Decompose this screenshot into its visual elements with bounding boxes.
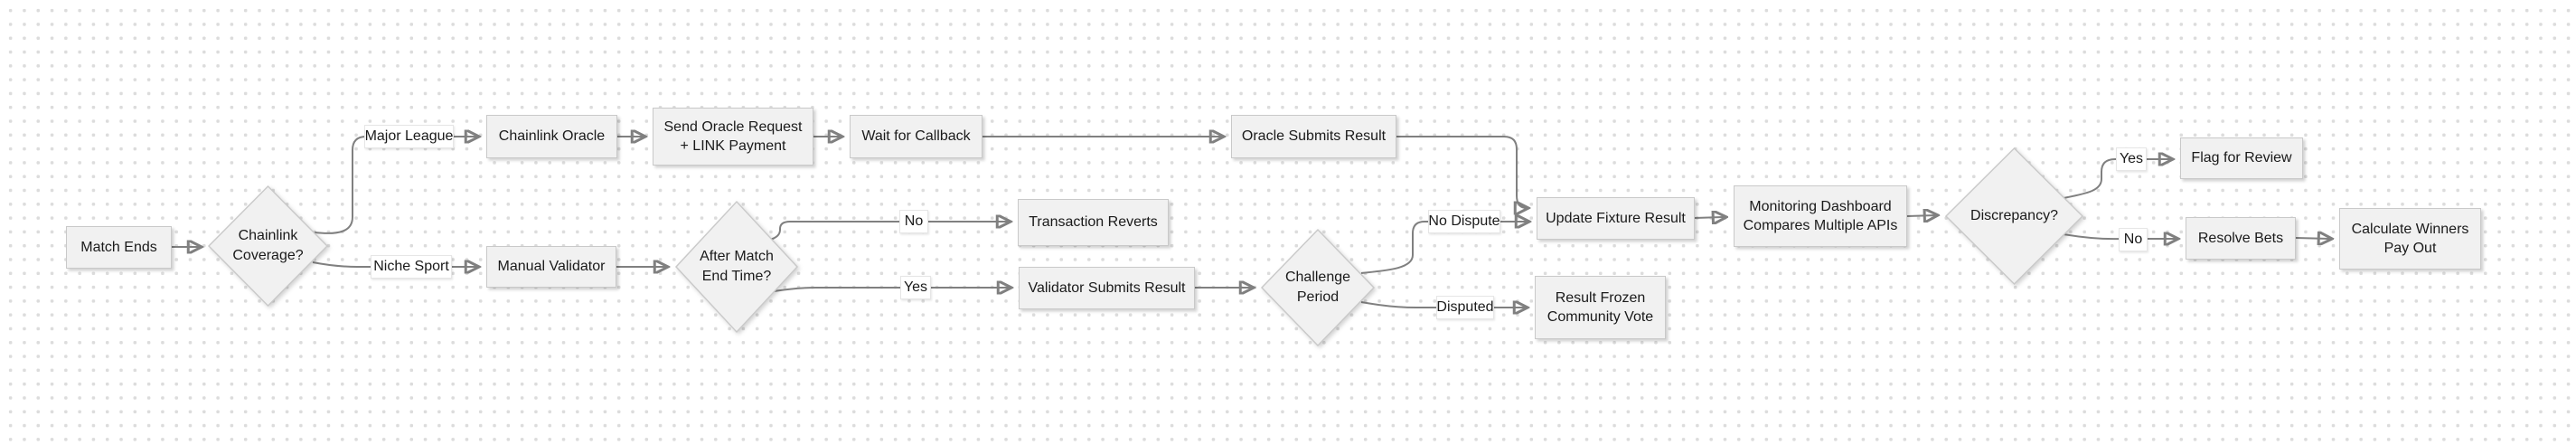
node-manual-validator[interactable]: Manual Validator [486, 246, 616, 288]
edge-coverage-niche-sport[interactable] [312, 262, 477, 267]
node-flag-for-review[interactable]: Flag for Review [2180, 137, 2303, 179]
node-oracle-submits-result[interactable]: Oracle Submits Result [1231, 115, 1396, 158]
edge-label-discrepancy-no[interactable]: No [2119, 228, 2148, 251]
decision-chainlink-coverage[interactable]: Chainlink Coverage? [208, 185, 328, 307]
edge-after-match-no[interactable] [766, 222, 1009, 241]
node-chainlink-oracle[interactable]: Chainlink Oracle [486, 115, 617, 158]
edge-label-after-match-yes[interactable]: Yes [900, 276, 931, 299]
edge-discrepancy-yes[interactable] [2063, 159, 2171, 199]
edge-label-niche-sport[interactable]: Niche Sport [371, 255, 452, 279]
edge-label-disputed[interactable]: Disputed [1436, 296, 1494, 319]
edge-label-no-dispute[interactable]: No Dispute [1428, 210, 1500, 233]
edge-label-after-match-no[interactable]: No [899, 210, 928, 233]
edge-update-to-monitoring[interactable] [1694, 217, 1725, 218]
edge-label-discrepancy-yes[interactable]: Yes [2116, 147, 2147, 171]
node-validator-submits-result[interactable]: Validator Submits Result [1019, 267, 1195, 309]
decision-label: Chainlink Coverage? [232, 228, 304, 263]
edge-challenge-no-dispute[interactable] [1360, 222, 1528, 274]
node-result-frozen-community-vote[interactable]: Result Frozen Community Vote [1535, 276, 1666, 339]
node-resolve-bets[interactable]: Resolve Bets [2186, 217, 2296, 260]
node-send-oracle-request[interactable]: Send Oracle Request + LINK Payment [653, 108, 813, 166]
node-calculate-winners-pay-out[interactable]: Calculate Winners Pay Out [2339, 208, 2481, 270]
edge-resolve-to-calculate[interactable] [2295, 238, 2330, 239]
decision-discrepancy[interactable]: Discrepancy? [1945, 147, 2083, 285]
edge-after-match-yes[interactable] [773, 288, 1010, 291]
edge-challenge-disputed[interactable] [1360, 302, 1526, 308]
decision-label: Discrepancy? [1970, 208, 2058, 224]
edge-coverage-major-league[interactable] [314, 137, 477, 234]
decision-challenge-period[interactable]: Challenge Period [1261, 229, 1375, 346]
node-transaction-reverts[interactable]: Transaction Reverts [1018, 199, 1169, 246]
node-monitoring-dashboard[interactable]: Monitoring Dashboard Compares Multiple A… [1734, 185, 1907, 247]
edge-submits-to-update-fixture[interactable] [1396, 136, 1527, 208]
edge-monitoring-to-discrepancy[interactable] [1906, 215, 1936, 216]
decision-label: Challenge Period [1284, 270, 1351, 305]
decision-after-match-end-time[interactable]: After Match End Time? [675, 201, 798, 333]
decision-label: After Match End Time? [700, 249, 774, 284]
edge-label-major-league[interactable]: Major League [364, 125, 454, 148]
node-wait-for-callback[interactable]: Wait for Callback [850, 115, 982, 158]
node-update-fixture-result[interactable]: Update Fixture Result [1537, 197, 1695, 240]
node-match-ends[interactable]: Match Ends [66, 226, 172, 269]
